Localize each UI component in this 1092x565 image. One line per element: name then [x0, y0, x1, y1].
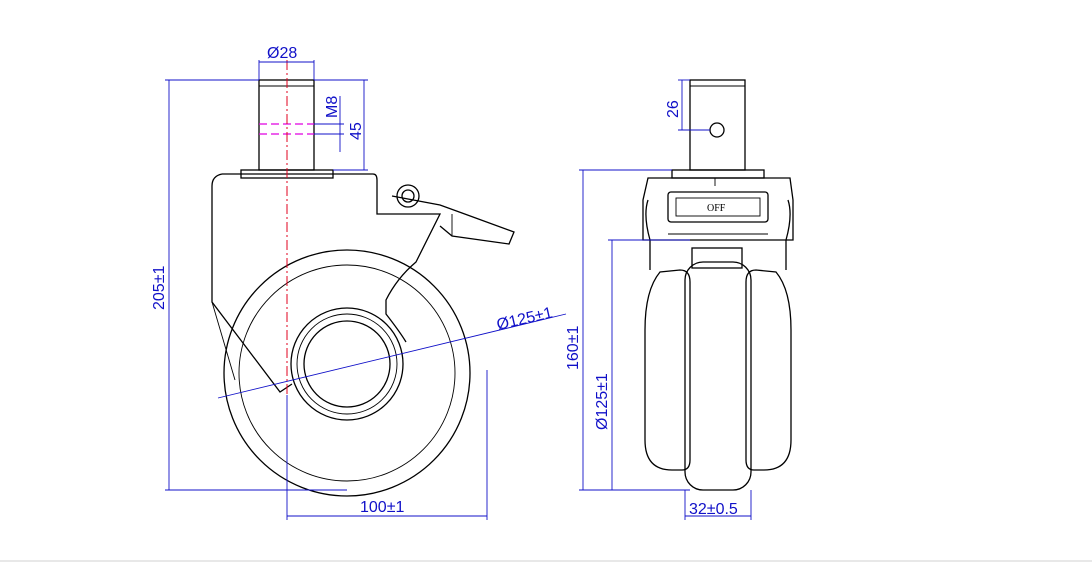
side-view-dimensions: Ø28 M8 45 205±1 Ø125±1 100±1 — [151, 45, 567, 520]
right-wheel-outline — [745, 269, 792, 471]
front-stem-base-plate — [671, 169, 765, 179]
housing-height-label: 160±1 — [565, 326, 582, 370]
left-wheel-outline — [644, 269, 691, 471]
wheel-diameter-side-dim-line — [217, 313, 567, 399]
brake-pivot-outer — [396, 184, 420, 208]
fork-housing-outline — [222, 173, 442, 343]
fork-leg-left — [645, 199, 651, 270]
hub-inner-circle — [303, 320, 391, 408]
thread-label: M8 — [324, 96, 341, 118]
brake-lever — [391, 195, 515, 245]
wheel-tread-circle — [238, 264, 456, 482]
wheel-outer-circle — [223, 249, 471, 497]
wheel-diameter-side-label: Ø125±1 — [495, 305, 554, 334]
stem-cross-hole — [709, 122, 725, 138]
fork-housing-edge — [211, 301, 236, 381]
front-housing-outline — [642, 177, 794, 241]
front-view-dimensions: 26 160±1 Ø125±1 32±0.5 — [565, 79, 752, 520]
total-height-label: 205±1 — [151, 266, 168, 310]
brake-state-label: OFF — [707, 203, 726, 214]
fork-housing-back — [211, 173, 293, 393]
stem-diameter-label: Ø28 — [267, 45, 297, 62]
hub-outer-circle — [290, 307, 404, 421]
brake-pivot-inner — [401, 189, 415, 203]
stem-length-label: 45 — [348, 122, 365, 140]
hub-middle-circle — [296, 313, 398, 415]
swivel-radius-label: 100±1 — [360, 499, 404, 516]
front-stem-outline — [689, 79, 746, 171]
hole-offset-label: 26 — [665, 100, 682, 118]
front-view: OFF — [642, 79, 794, 491]
center-wheel-outline — [684, 261, 752, 491]
brake-pedal-outline — [667, 191, 769, 223]
wheel-width-label: 32±0.5 — [689, 501, 738, 518]
axle-block — [691, 247, 743, 269]
wheel-diameter-front-label: Ø125±1 — [594, 373, 611, 430]
side-view — [211, 60, 515, 497]
fork-leg-right — [785, 199, 791, 270]
brake-pedal-label-plate — [675, 197, 761, 217]
